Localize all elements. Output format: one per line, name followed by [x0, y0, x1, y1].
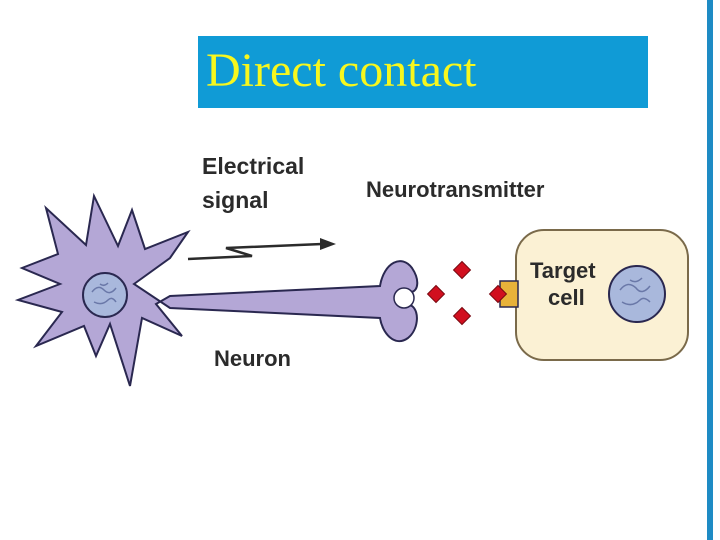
electrical-signal-arrow: [187, 238, 336, 261]
neurotransmitter-label: Neurotransmitter: [366, 177, 545, 202]
slide-title: Direct contact: [206, 44, 477, 97]
axon-terminal-vesicle: [393, 287, 415, 309]
electrical-signal-label-line2: signal: [202, 187, 268, 213]
neuron: [14, 192, 419, 387]
neurotransmitter-molecule: [452, 306, 472, 326]
target-cell-nucleus: [608, 265, 666, 323]
target-cell-label: Target: [530, 258, 596, 283]
accent-bar: [707, 0, 713, 540]
neurotransmitter-molecule: [452, 260, 472, 280]
electrical-signal-label: Electrical: [202, 153, 304, 179]
target-cell-label-line2: cell: [548, 285, 585, 310]
neuron-nucleus: [82, 272, 128, 318]
neurotransmitter-molecule: [488, 284, 508, 304]
neurotransmitter-molecule: [426, 284, 446, 304]
neurotransmitter-molecules: [426, 260, 508, 326]
neuron-label: Neuron: [214, 346, 291, 371]
title-banner: Direct contact: [198, 36, 648, 108]
